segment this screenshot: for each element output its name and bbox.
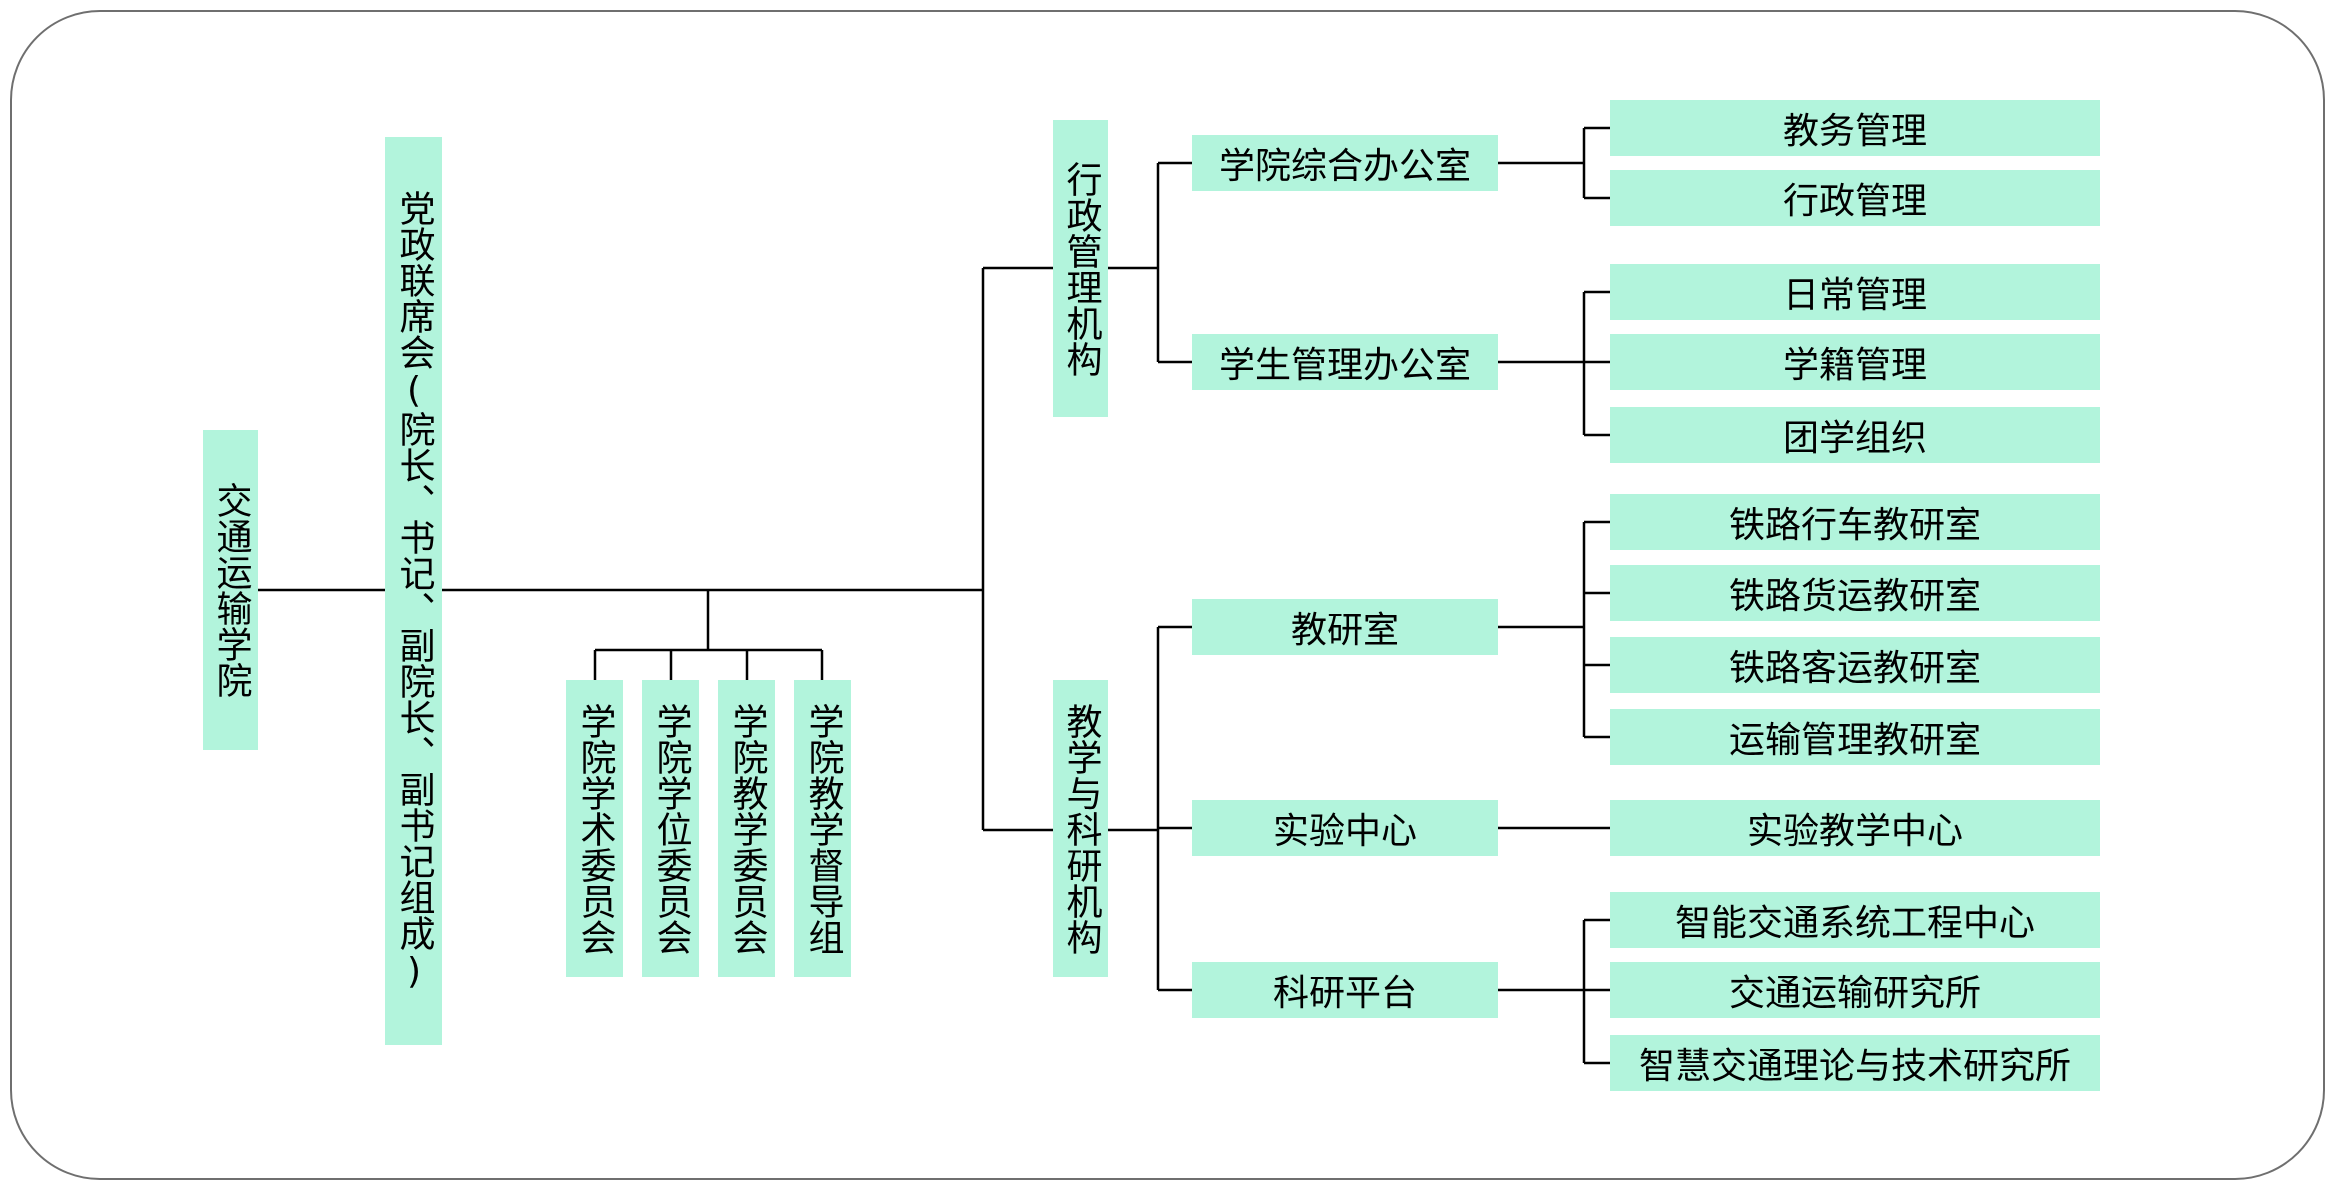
office-research-platform: 科研平台 [1192, 962, 1498, 1018]
branch-admin: 行政管理机构 [1053, 120, 1108, 417]
office-general: 学院综合办公室 [1192, 135, 1498, 191]
committee-teaching: 学院教学委员会 [718, 680, 775, 977]
leaf-item: 团学组织 [1610, 407, 2100, 463]
root-node: 交通运输学院 [203, 430, 258, 750]
leaf-item: 铁路行车教研室 [1610, 494, 2100, 550]
office-teaching-room: 教研室 [1192, 599, 1498, 655]
office-lab-center: 实验中心 [1192, 800, 1498, 856]
council-node: 党政联席会(院长、书记、副院长、副书记组成) [385, 137, 442, 1045]
leaf-item: 日常管理 [1610, 264, 2100, 320]
leaf-item: 学籍管理 [1610, 334, 2100, 390]
leaf-item: 铁路客运教研室 [1610, 637, 2100, 693]
committee-supervision: 学院教学督导组 [794, 680, 851, 977]
leaf-item: 铁路货运教研室 [1610, 565, 2100, 621]
office-student: 学生管理办公室 [1192, 334, 1498, 390]
branch-teaching-research: 教学与科研机构 [1053, 680, 1108, 977]
leaf-item: 教务管理 [1610, 100, 2100, 156]
leaf-item: 智慧交通理论与技术研究所 [1610, 1035, 2100, 1091]
committee-degree: 学院学位委员会 [642, 680, 699, 977]
leaf-item: 实验教学中心 [1610, 800, 2100, 856]
leaf-item: 运输管理教研室 [1610, 709, 2100, 765]
leaf-item: 交通运输研究所 [1610, 962, 2100, 1018]
leaf-item: 行政管理 [1610, 170, 2100, 226]
committee-academic: 学院学术委员会 [566, 680, 623, 977]
leaf-item: 智能交通系统工程中心 [1610, 892, 2100, 948]
